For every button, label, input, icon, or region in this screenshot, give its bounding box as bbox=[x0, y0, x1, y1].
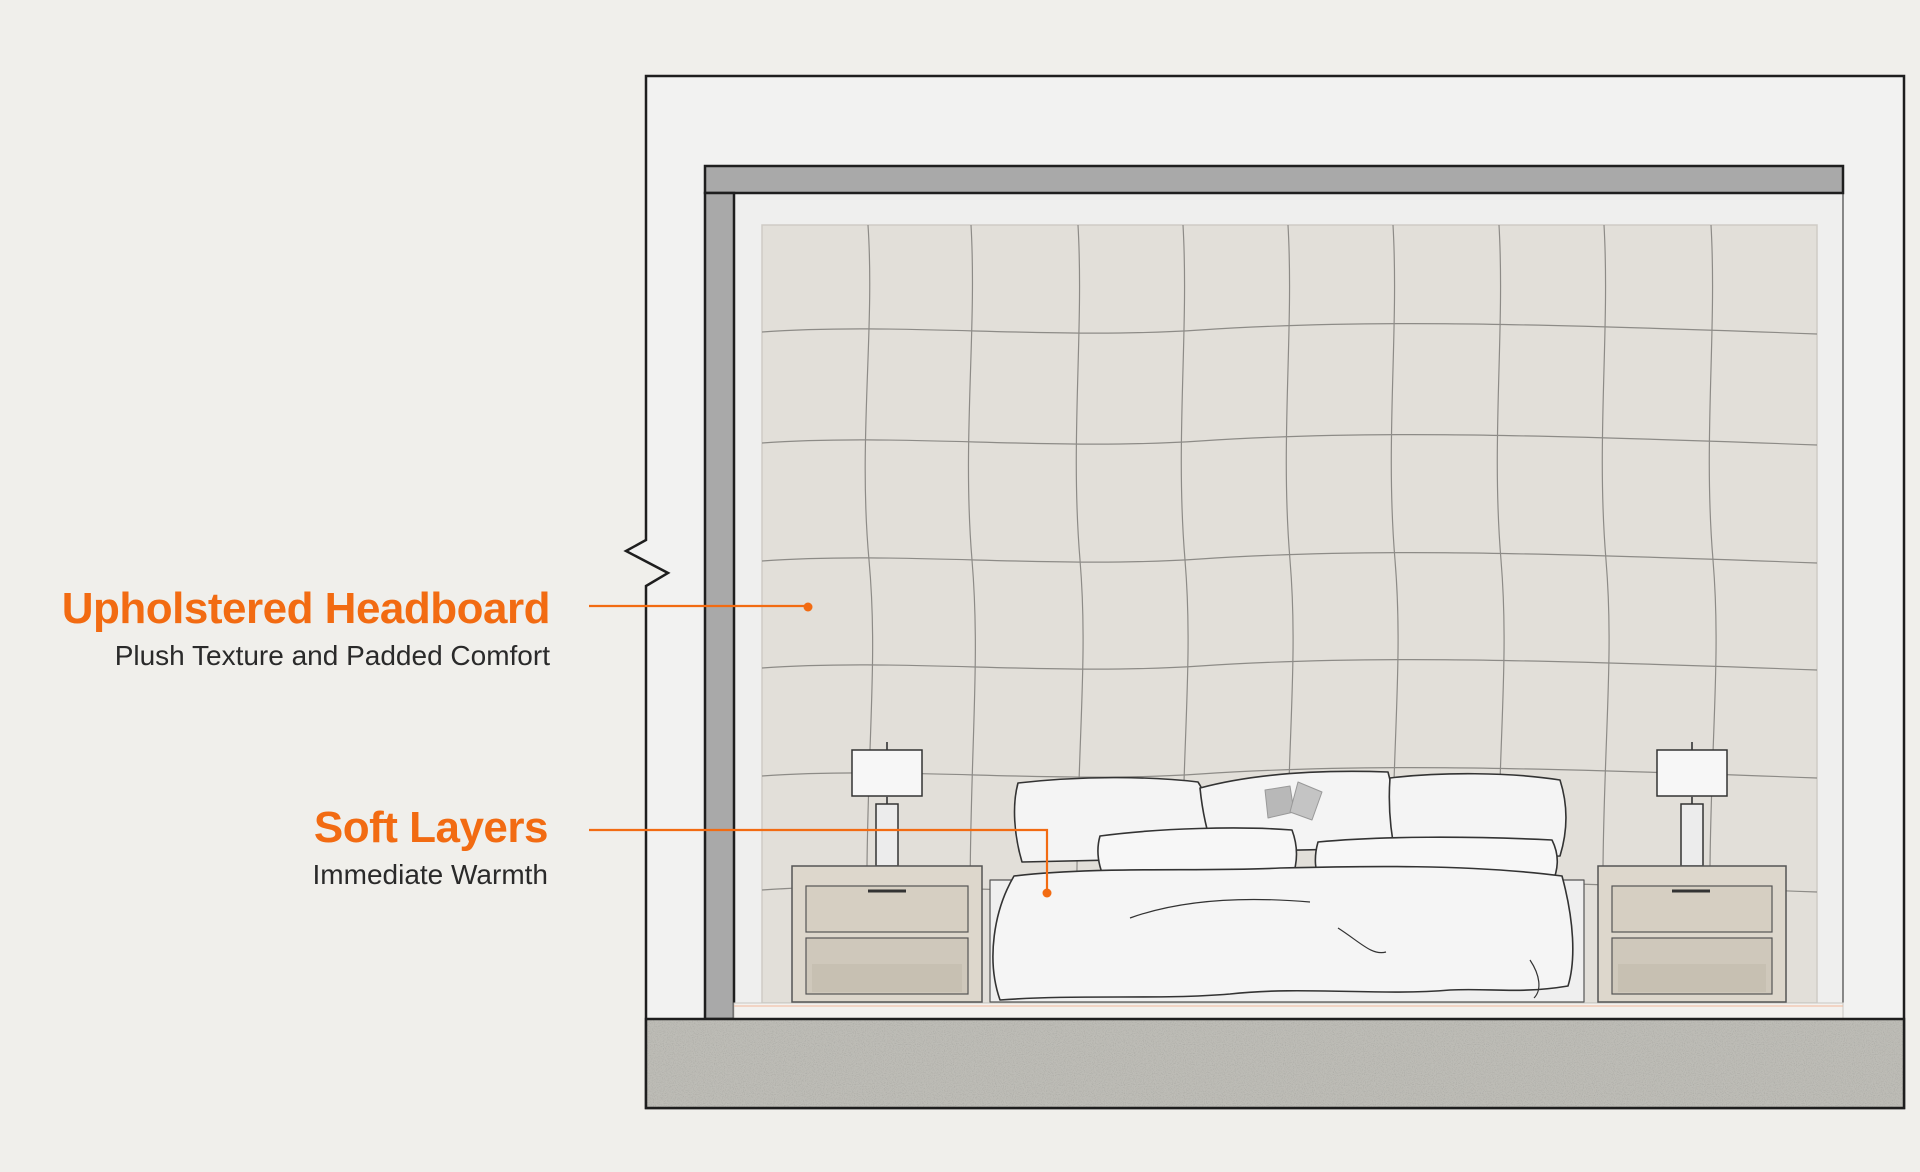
callout-subtitle: Immediate Warmth bbox=[312, 859, 548, 890]
callout-subtitle: Plush Texture and Padded Comfort bbox=[114, 640, 550, 671]
baseboard bbox=[733, 1002, 1844, 1020]
right-nightstand bbox=[1597, 865, 1787, 1003]
callout-title: Soft Layers bbox=[313, 803, 549, 852]
callout-upholstered-headboard: Upholstered Headboard Plush Texture and … bbox=[61, 584, 551, 674]
left-table-lamp bbox=[851, 742, 923, 867]
bed bbox=[989, 770, 1585, 1003]
soft-layers-marker bbox=[1042, 888, 1052, 898]
headboard-marker bbox=[803, 602, 813, 612]
callout-title: Upholstered Headboard bbox=[61, 584, 551, 633]
left-nightstand bbox=[791, 865, 983, 1003]
callout-soft-layers: Soft Layers Immediate Warmth bbox=[312, 803, 549, 893]
callout-leader-lines bbox=[589, 604, 1049, 892]
ceiling-beam bbox=[703, 164, 1845, 195]
right-table-lamp bbox=[1656, 742, 1728, 867]
concrete-floor bbox=[646, 1019, 1904, 1108]
